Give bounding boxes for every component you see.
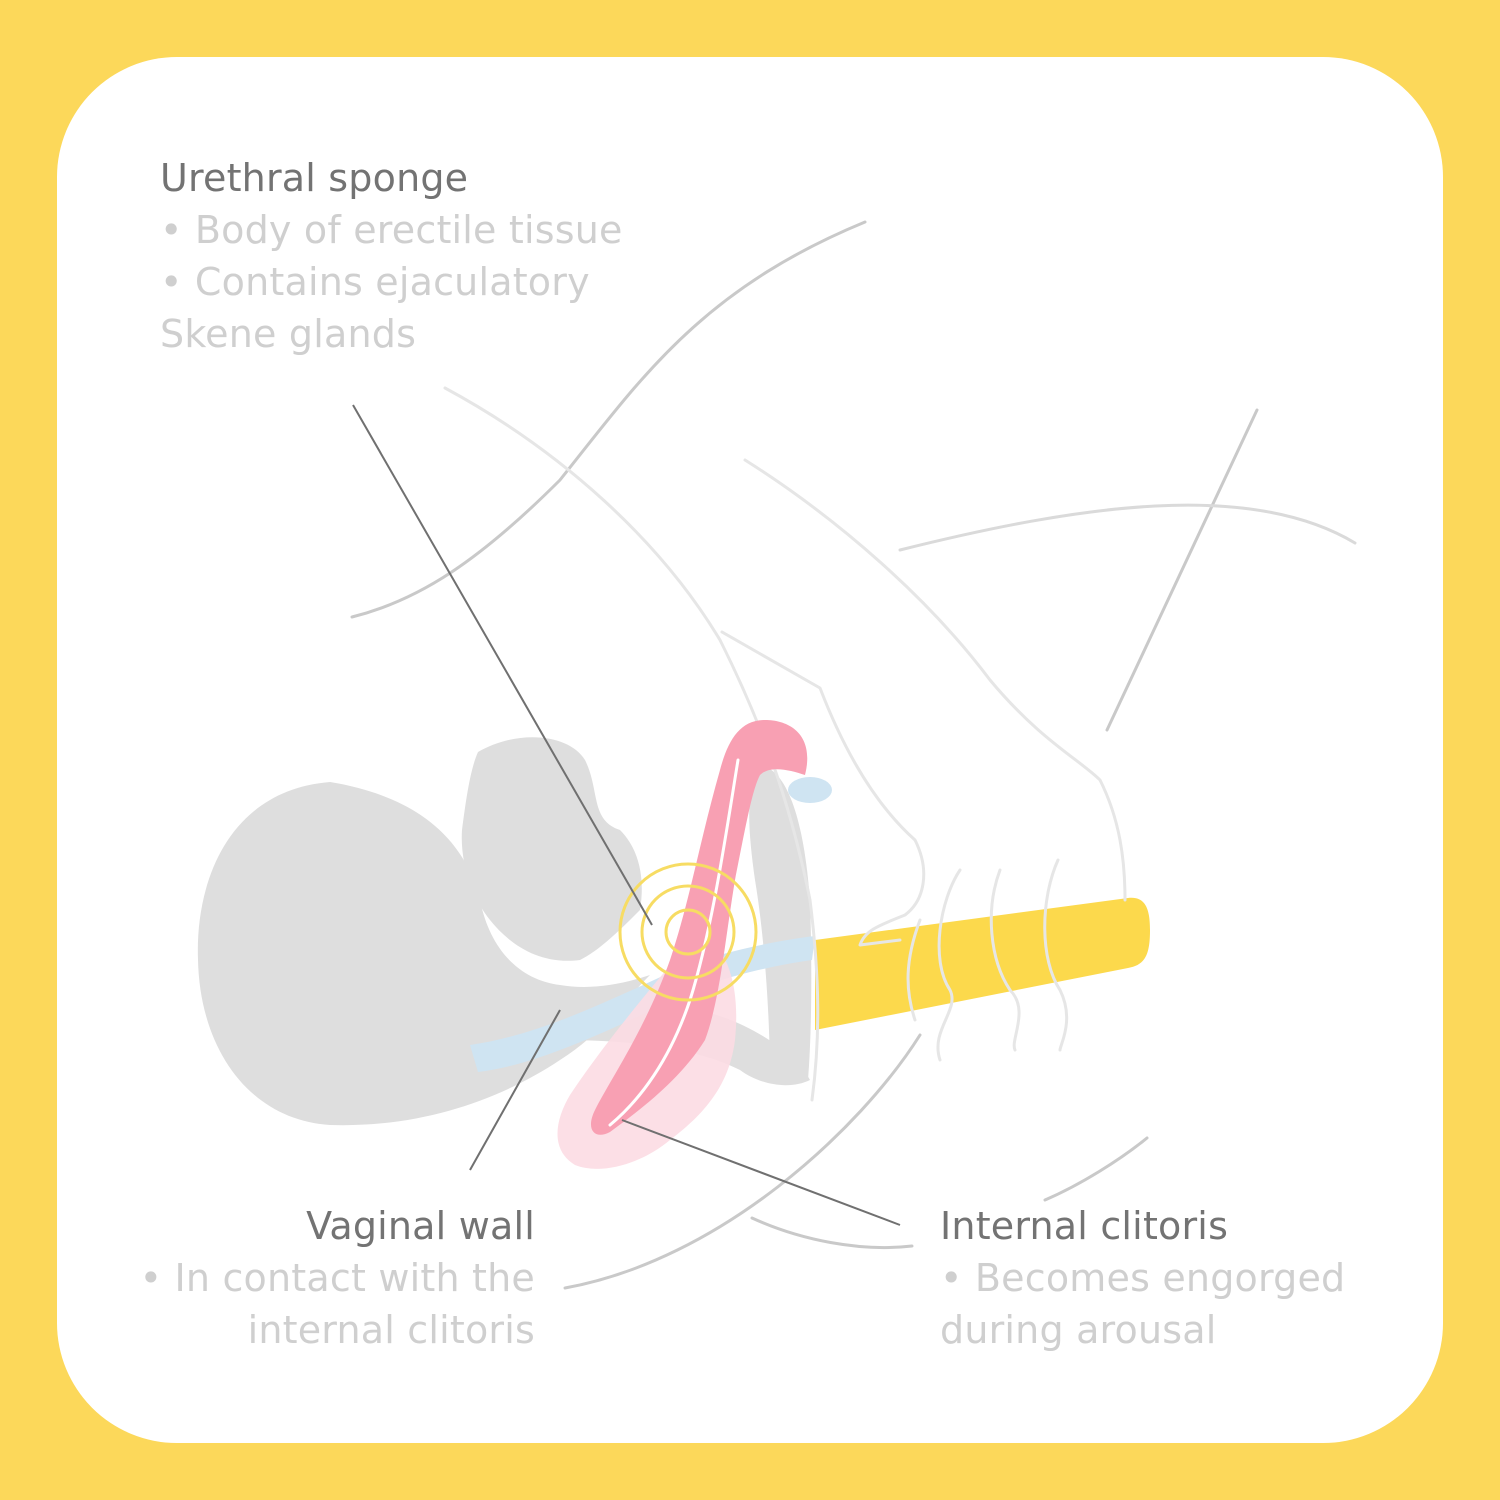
pulse-ring-inner [664, 908, 712, 956]
finger-line [906, 918, 922, 1022]
outline-line [350, 220, 867, 619]
outline-line [1043, 1136, 1149, 1202]
finger-line [936, 868, 962, 1062]
outline-line [898, 503, 1357, 552]
pulse-rings [618, 862, 758, 1002]
vaginal-wall-label: Vaginal wall • In contact with the inter… [110, 1200, 535, 1356]
hand-line [720, 630, 926, 947]
urethral-sponge-line-1: • Body of erectile tissue [160, 208, 623, 252]
urethral-sponge-line-3: Skene glands [160, 312, 417, 356]
finger-line [1043, 858, 1069, 1052]
body-outline-lines [350, 220, 1357, 1290]
internal-clitoris-line-2: during arousal [940, 1308, 1217, 1352]
urethral-sponge-line-2: • Contains ejaculatory [160, 260, 590, 304]
internal-clitoris-line-1: • Becomes engorged [940, 1256, 1346, 1300]
clitoris-highlight [608, 758, 740, 1127]
pubic-bone [749, 765, 812, 1080]
vaginal-wall-line-2: internal clitoris [247, 1308, 535, 1352]
outline-line [750, 1216, 914, 1250]
hand-line [743, 458, 1127, 902]
finger-line [989, 868, 1021, 1052]
outline-line [1105, 408, 1259, 732]
leader-lines [352, 404, 901, 1226]
internal-clitoris-title: Internal clitoris [940, 1204, 1229, 1248]
internal-clitoris-leader [621, 1119, 901, 1226]
pulse-ring-middle [640, 884, 736, 980]
bladder-shape [461, 737, 642, 961]
vaginal-wall-title: Vaginal wall [306, 1204, 535, 1248]
outline-line [563, 1033, 922, 1290]
internal-clitoris-label: Internal clitoris • Becomes engorged dur… [940, 1200, 1345, 1356]
urethral-sponge-label: Urethral sponge • Body of erectile tissu… [160, 152, 623, 360]
clitoris-shape [590, 720, 808, 1135]
urethral-sponge-title: Urethral sponge [160, 156, 469, 200]
clitoris-tip [788, 777, 832, 803]
vaginal-wall-leader [469, 1009, 561, 1171]
pulse-ring-outer [618, 862, 758, 1002]
vaginal-wall-line-1: • In contact with the [139, 1256, 535, 1300]
urethral-sponge-leader [352, 404, 653, 926]
yellow-toy [815, 897, 1150, 1030]
